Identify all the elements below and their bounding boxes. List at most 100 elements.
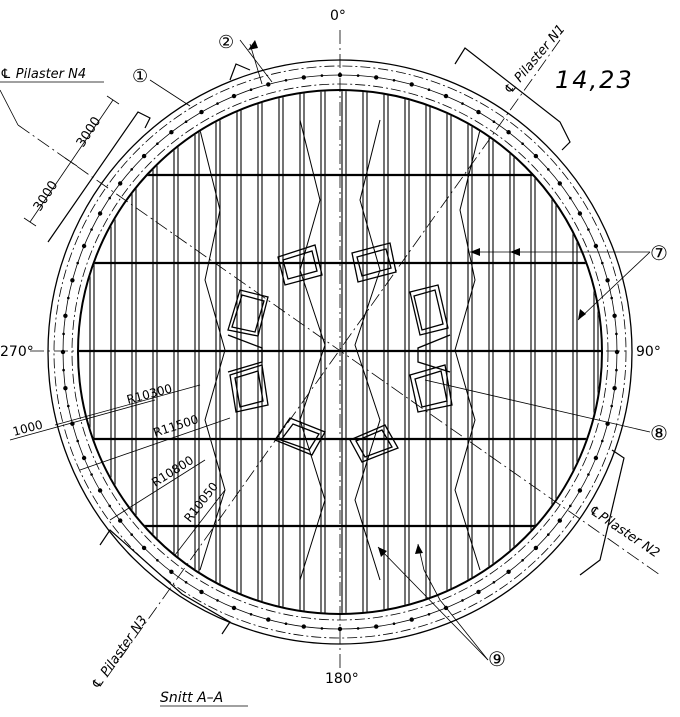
bolt-dot — [492, 581, 496, 584]
pilaster-n3-label: ℄ Pilaster N3 — [89, 613, 151, 692]
bolt-dot — [63, 313, 68, 318]
bolt-dot — [63, 386, 68, 391]
bolt-dot — [76, 439, 79, 443]
bolt-dot — [356, 627, 360, 630]
leader-callout-1 — [149, 79, 191, 107]
bolt-dot — [615, 368, 618, 372]
wedge-left — [227, 334, 263, 373]
axis-pilaster-n1-n3 — [104, 39, 561, 681]
bolt-dot — [90, 473, 93, 476]
bolt-dot — [266, 82, 271, 87]
bolt-dot — [547, 533, 550, 536]
bolt-dot — [557, 518, 562, 523]
bolt-dot — [67, 296, 70, 300]
bolt-dot — [476, 109, 481, 115]
callout-7: ⑦ — [650, 241, 668, 265]
bolt-dot — [521, 142, 524, 145]
bolt-dot — [301, 75, 306, 80]
bolt-dot — [118, 518, 123, 523]
bolt-dot — [593, 243, 599, 249]
bolt-dot — [97, 211, 103, 216]
pad-left-upper — [227, 289, 269, 337]
pad-left-lower — [229, 364, 269, 413]
angle-label-90: 90° — [636, 344, 661, 360]
bolt-dot — [184, 120, 188, 123]
leader-callout-7b — [577, 251, 651, 321]
bolt-dot — [614, 349, 620, 355]
wedge-right — [417, 334, 451, 373]
bolt-dot — [169, 569, 174, 574]
bolt-dot — [337, 626, 343, 632]
bolt-dot — [392, 622, 396, 625]
pad-top-right — [351, 242, 397, 283]
dim-1000: 1000 — [11, 417, 44, 438]
leader-callout-9a — [377, 546, 489, 661]
bolt-dot — [605, 278, 610, 283]
bolt-dot — [615, 332, 618, 336]
pilaster-n2-label: ℄Pilaster N2 — [586, 503, 662, 561]
bolt-dot — [284, 622, 288, 625]
angle-label-270: 270° — [0, 344, 34, 360]
pilasters — [47, 47, 625, 635]
bolt-dot — [67, 404, 70, 408]
bolt-dot — [231, 605, 237, 611]
bolt-dot — [62, 332, 65, 336]
bolt-dot — [569, 504, 572, 508]
bolt-dot — [320, 627, 324, 630]
bolt-dot — [356, 74, 360, 77]
bolt-dot — [249, 88, 253, 91]
leader-callout-2b — [249, 43, 263, 85]
bolt-dot — [337, 72, 343, 78]
callout-8: ⑧ — [650, 421, 668, 445]
bolt-dot — [593, 455, 599, 461]
bolt-dot — [184, 581, 188, 584]
bolt-dot — [610, 296, 613, 300]
leader-callout-9b — [417, 543, 489, 661]
bolt-dot — [409, 82, 414, 87]
bolt-dot — [547, 168, 550, 171]
bolt-dot — [577, 211, 583, 216]
pad-right-lower — [409, 364, 453, 413]
bolt-dot — [130, 533, 133, 536]
dim-extension-n4 — [0, 89, 19, 126]
leader-callout-8 — [424, 379, 651, 433]
bolt-dot — [409, 617, 414, 622]
dim-r10800: R10800 — [149, 453, 196, 490]
bolt-dot — [266, 617, 271, 622]
bolt-dot — [610, 404, 613, 408]
leader-callout-2a — [239, 39, 273, 83]
callout-9: ⑨ — [488, 647, 506, 671]
bolt-dot — [156, 142, 159, 145]
dim-r11500: R11500 — [152, 412, 201, 440]
pilaster-n2-outline — [579, 449, 625, 576]
ring-dashdot-outer — [53, 65, 627, 639]
dim-line-r11500 — [79, 417, 231, 471]
dim-tick-c — [23, 217, 37, 227]
pilaster-n4-label: ℄ Pilaster N4 — [0, 67, 86, 82]
bolt-dots — [60, 72, 620, 632]
bolt-dot — [374, 624, 379, 629]
bolt-dot — [118, 181, 123, 186]
bolt-dot — [461, 102, 464, 105]
bolt-dot — [612, 313, 617, 318]
center-axes — [17, 30, 661, 681]
bolt-dot — [60, 349, 66, 355]
section-title: Snitt A–A — [160, 690, 223, 706]
pad-bottom-left — [274, 417, 326, 456]
pad-bottom-right — [349, 424, 399, 463]
pilaster-n3-outline — [99, 529, 231, 635]
bolt-dot — [216, 102, 219, 105]
dim-line-1000 — [9, 399, 156, 441]
bolt-dot — [156, 559, 159, 562]
bolt-dot — [427, 613, 431, 616]
dimension-lines — [0, 39, 651, 661]
bolt-dot — [476, 589, 481, 595]
bolt-dot — [70, 278, 75, 283]
dim-r10050: R10050 — [181, 480, 221, 525]
axis-pilaster-n4-n2 — [17, 124, 661, 576]
bolt-dot — [108, 504, 111, 508]
bolt-dot — [284, 79, 288, 82]
bolt-dot — [62, 368, 65, 372]
bolt-dot — [506, 130, 511, 135]
